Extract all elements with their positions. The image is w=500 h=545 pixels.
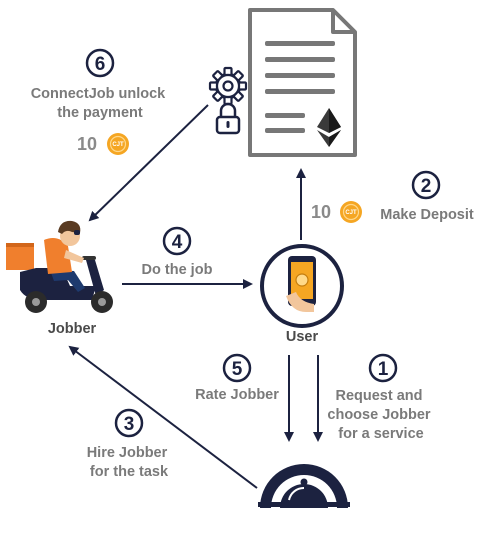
ethereum-icon xyxy=(317,108,341,147)
smartphone-icon xyxy=(286,256,316,312)
coin-symbol: CJT xyxy=(112,142,124,148)
step-3-badge: 3 xyxy=(114,408,144,438)
step-4-label: Do the job xyxy=(142,262,213,278)
svg-text:2: 2 xyxy=(421,176,432,197)
step-1-badge: 1 xyxy=(368,353,398,383)
step-6-badge: 6 xyxy=(85,48,115,78)
step-4-badge: 4 xyxy=(162,226,192,256)
step-1-label: Request and choose Jobber for a service xyxy=(327,388,434,442)
coin-deposit: 10 CJT xyxy=(311,201,362,223)
payment-amount: 10 xyxy=(77,134,97,154)
svg-text:3: 3 xyxy=(124,414,135,435)
lock-icon xyxy=(215,102,241,135)
step-6-label: ConnectJob unlock the payment xyxy=(31,86,170,121)
arrows xyxy=(68,104,323,489)
arrow-hire-jobber xyxy=(68,345,258,489)
gear-icon xyxy=(208,66,248,106)
svg-text:5: 5 xyxy=(232,359,243,380)
coin-icon: CJT xyxy=(107,133,129,155)
document-icon xyxy=(248,8,357,157)
svg-text:6: 6 xyxy=(95,54,106,75)
step-2-label: Make Deposit xyxy=(380,207,474,223)
service-bell-icon xyxy=(258,464,350,508)
deposit-amount: 10 xyxy=(311,202,331,222)
user-label: User xyxy=(286,329,319,345)
step-2-badge: 2 xyxy=(411,170,441,200)
step-5-badge: 5 xyxy=(222,353,252,383)
coin-icon: CJT xyxy=(340,201,362,223)
scooter-rider-icon xyxy=(6,220,113,313)
svg-text:4: 4 xyxy=(172,232,183,253)
step-3-label: Hire Jobber for the task xyxy=(87,445,172,480)
step-5-label: Rate Jobber xyxy=(195,387,279,403)
coin-symbol: CJT xyxy=(345,210,357,216)
arrow-unlock-payment xyxy=(88,104,209,222)
coin-payment: 10 CJT xyxy=(77,133,129,155)
jobber-label: Jobber xyxy=(48,321,97,337)
user-node xyxy=(260,244,344,328)
svg-text:1: 1 xyxy=(378,359,389,380)
